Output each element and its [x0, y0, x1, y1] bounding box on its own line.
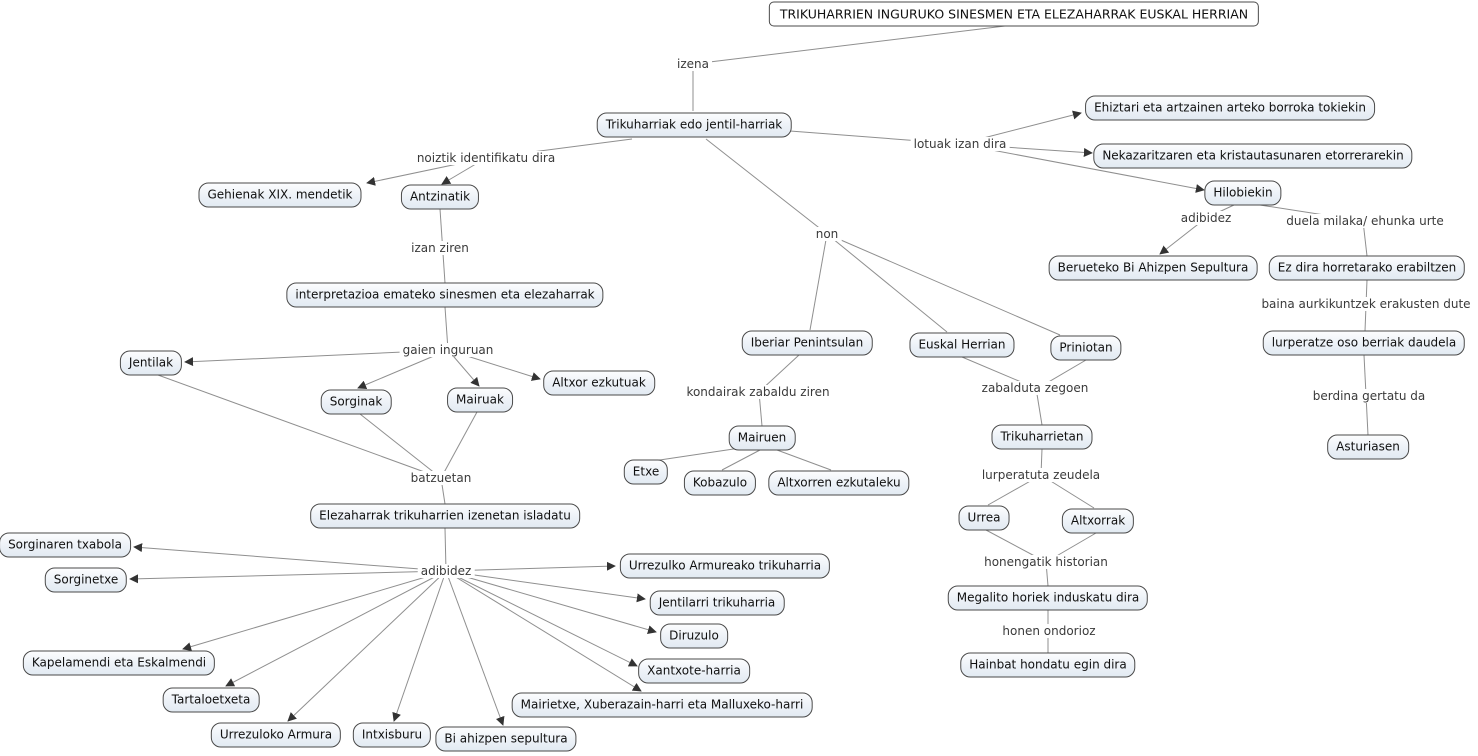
link-label-izanziren[interactable]: izan ziren: [408, 241, 472, 255]
link-label-batzuetan[interactable]: batzuetan: [407, 471, 475, 485]
edge-batzuetan: [157, 374, 478, 505]
concept-node-ehiztari[interactable]: Ehiztari eta artzainen arteko borroka to…: [1085, 95, 1375, 121]
concept-node-megalito[interactable]: Megalito horiek induskatu dira: [947, 585, 1149, 611]
edge-non: [705, 138, 1061, 336]
concept-node-urrezuloko[interactable]: Urrezuloko Armura: [210, 722, 342, 748]
concept-node-hainbat[interactable]: Hainbat hondatu egin dira: [960, 652, 1136, 678]
concept-node-elezaharrak[interactable]: Elezaharrak trikuharrien izenetan islada…: [310, 503, 580, 529]
link-label-non[interactable]: non: [812, 227, 842, 241]
link-label-honen[interactable]: honen ondorioz: [999, 624, 1099, 638]
concept-node-sorginetxe[interactable]: Sorginetxe: [44, 567, 128, 593]
concept-node-urrezulko[interactable]: Urrezulko Armureako trikuharria: [619, 553, 831, 579]
edge-duela-milaka: [1259, 204, 1368, 257]
link-label-izena[interactable]: izena: [674, 57, 712, 71]
link-label-lotuak[interactable]: lotuak izan dira: [910, 137, 1010, 151]
concept-node-sorginarentxabola[interactable]: Sorginaren txabola: [0, 532, 131, 558]
concept-node-jentilak[interactable]: Jentilak: [119, 350, 183, 376]
edge-adibidez-elezaharrak: [129, 527, 657, 726]
concept-node-ezdira[interactable]: Ez dira horretarako erabiltzen: [1268, 255, 1466, 281]
concept-node-trikuharriak[interactable]: Trikuharriak edo jentil-harriak: [596, 112, 792, 138]
concept-node-biahizpen[interactable]: Bi ahizpen sepultura: [435, 726, 577, 752]
concept-node-antzinatik[interactable]: Antzinatik: [400, 184, 480, 210]
link-label-honengatik[interactable]: honengatik historian: [981, 555, 1111, 569]
link-label-gaien[interactable]: gaien inguruan: [399, 343, 497, 357]
concept-node-iberiar[interactable]: Iberiar Penintsulan: [741, 330, 873, 356]
link-label-kondairak[interactable]: kondairak zabaldu ziren: [683, 385, 833, 399]
concept-node-urrea[interactable]: Urrea: [958, 505, 1010, 531]
concept-node-etxe[interactable]: Etxe: [623, 459, 669, 485]
concept-node-altxorren[interactable]: Altxorren ezkutaleku: [768, 470, 910, 496]
link-label-lurperatuta[interactable]: lurperatuta zeudela: [978, 468, 1104, 482]
concept-node-interpretazioa[interactable]: interpretazioa emateko sinesmen eta elez…: [286, 282, 604, 308]
concept-node-mairuen[interactable]: Mairuen: [728, 425, 796, 451]
link-label-berdina[interactable]: berdina gertatu da: [1309, 389, 1429, 403]
concept-node-gehienak[interactable]: Gehienak XIX. mendetik: [198, 182, 362, 208]
link-label-adibidez-elezaharrak[interactable]: adibidez: [417, 564, 475, 578]
concept-node-berueteko[interactable]: Berueteko Bi Ahizpen Sepultura: [1048, 255, 1258, 281]
concept-node-mairietxe[interactable]: Mairietxe, Xuberazain-harri eta Malluxek…: [511, 692, 813, 718]
edge-mairuen-fan: [652, 446, 832, 471]
link-label-noiztik[interactable]: noiztik identifikatu dira: [413, 151, 559, 165]
concept-node-euskalherrian[interactable]: Euskal Herrian: [909, 332, 1015, 358]
link-label-baina[interactable]: baina aurkikuntzek erakusten dute: [1258, 297, 1474, 311]
concept-node-sorginak[interactable]: Sorginak: [320, 389, 392, 415]
link-label-zabalduta[interactable]: zabalduta zegoen: [978, 381, 1092, 395]
concept-node-kobazulo[interactable]: Kobazulo: [683, 470, 757, 496]
concept-node-lurperatze[interactable]: lurperatze oso berriak daudela: [1262, 330, 1466, 356]
concept-node-asturiasen[interactable]: Asturiasen: [1327, 434, 1409, 460]
concept-node-mairuak[interactable]: Mairuak: [447, 387, 513, 413]
concept-node-intxisburu[interactable]: Intxisburu: [352, 722, 432, 748]
concept-node-trikuharrietan[interactable]: Trikuharrietan: [991, 424, 1093, 450]
link-label-duela[interactable]: duela milaka/ ehunka urte: [1283, 214, 1447, 228]
concept-node-kapelamendi[interactable]: Kapelamendi eta Eskalmendi: [22, 650, 216, 676]
concept-node-jentilarri[interactable]: Jentilarri trikuharria: [649, 590, 785, 616]
concept-node-xantxote[interactable]: Xantxote-harria: [638, 658, 750, 684]
link-label-adibidez-hilobiekin[interactable]: adibidez: [1177, 211, 1235, 225]
concept-node-altxorrak[interactable]: Altxorrak: [1061, 508, 1135, 534]
map-title-node[interactable]: TRIKUHARRIEN INGURUKO SINESMEN ETA ELEZA…: [768, 1, 1260, 27]
concept-node-priniotan[interactable]: Priniotan: [1050, 335, 1122, 361]
concept-node-nekazaritzaren[interactable]: Nekazaritzaren eta kristautasunaren etor…: [1093, 143, 1413, 169]
concept-node-hilobiekin[interactable]: Hilobiekin: [1204, 180, 1282, 206]
edge-izena: [692, 25, 1006, 111]
concept-node-altxorezkutuak[interactable]: Altxor ezkutuak: [543, 370, 655, 396]
concept-node-tartaloetxeta[interactable]: Tartaloetxeta: [162, 687, 260, 713]
concept-node-diruzulo[interactable]: Diruzulo: [660, 623, 728, 649]
